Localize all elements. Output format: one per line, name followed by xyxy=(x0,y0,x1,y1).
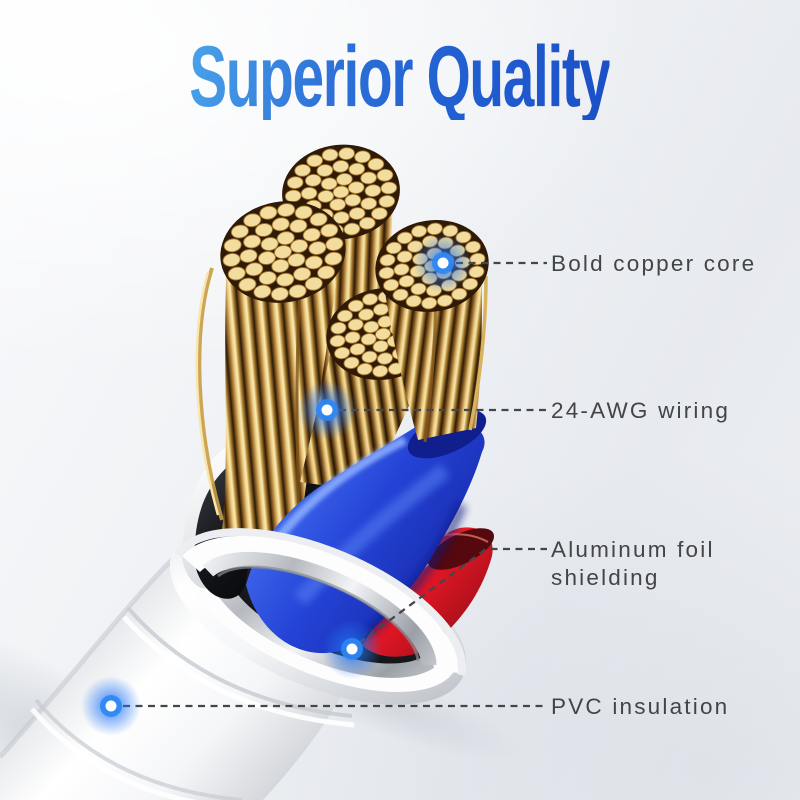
glow-marker-pvc-insulation xyxy=(81,676,141,736)
annotation-label-awg-wiring: 24-AWG wiring xyxy=(551,398,731,423)
glow-markers xyxy=(81,233,473,736)
annotation-label-pvc-insulation: PVC insulation xyxy=(551,694,730,719)
annotation-label-copper-core: Bold copper core xyxy=(551,251,757,276)
jacket-ridges xyxy=(30,606,355,800)
glow-marker-copper-core xyxy=(413,233,473,293)
page-title: Superior Quality xyxy=(189,29,612,125)
rim-overlay xyxy=(174,528,467,677)
copper-bundle-left xyxy=(195,201,346,536)
glow-marker-awg-wiring xyxy=(297,380,357,440)
leader-line-foil-shielding xyxy=(358,547,547,644)
glow-marker-foil-shielding xyxy=(322,619,382,679)
page-title-wrap: Superior Quality xyxy=(0,34,800,120)
annotation-label-foil-shielding: Aluminum foil shielding xyxy=(551,537,715,590)
